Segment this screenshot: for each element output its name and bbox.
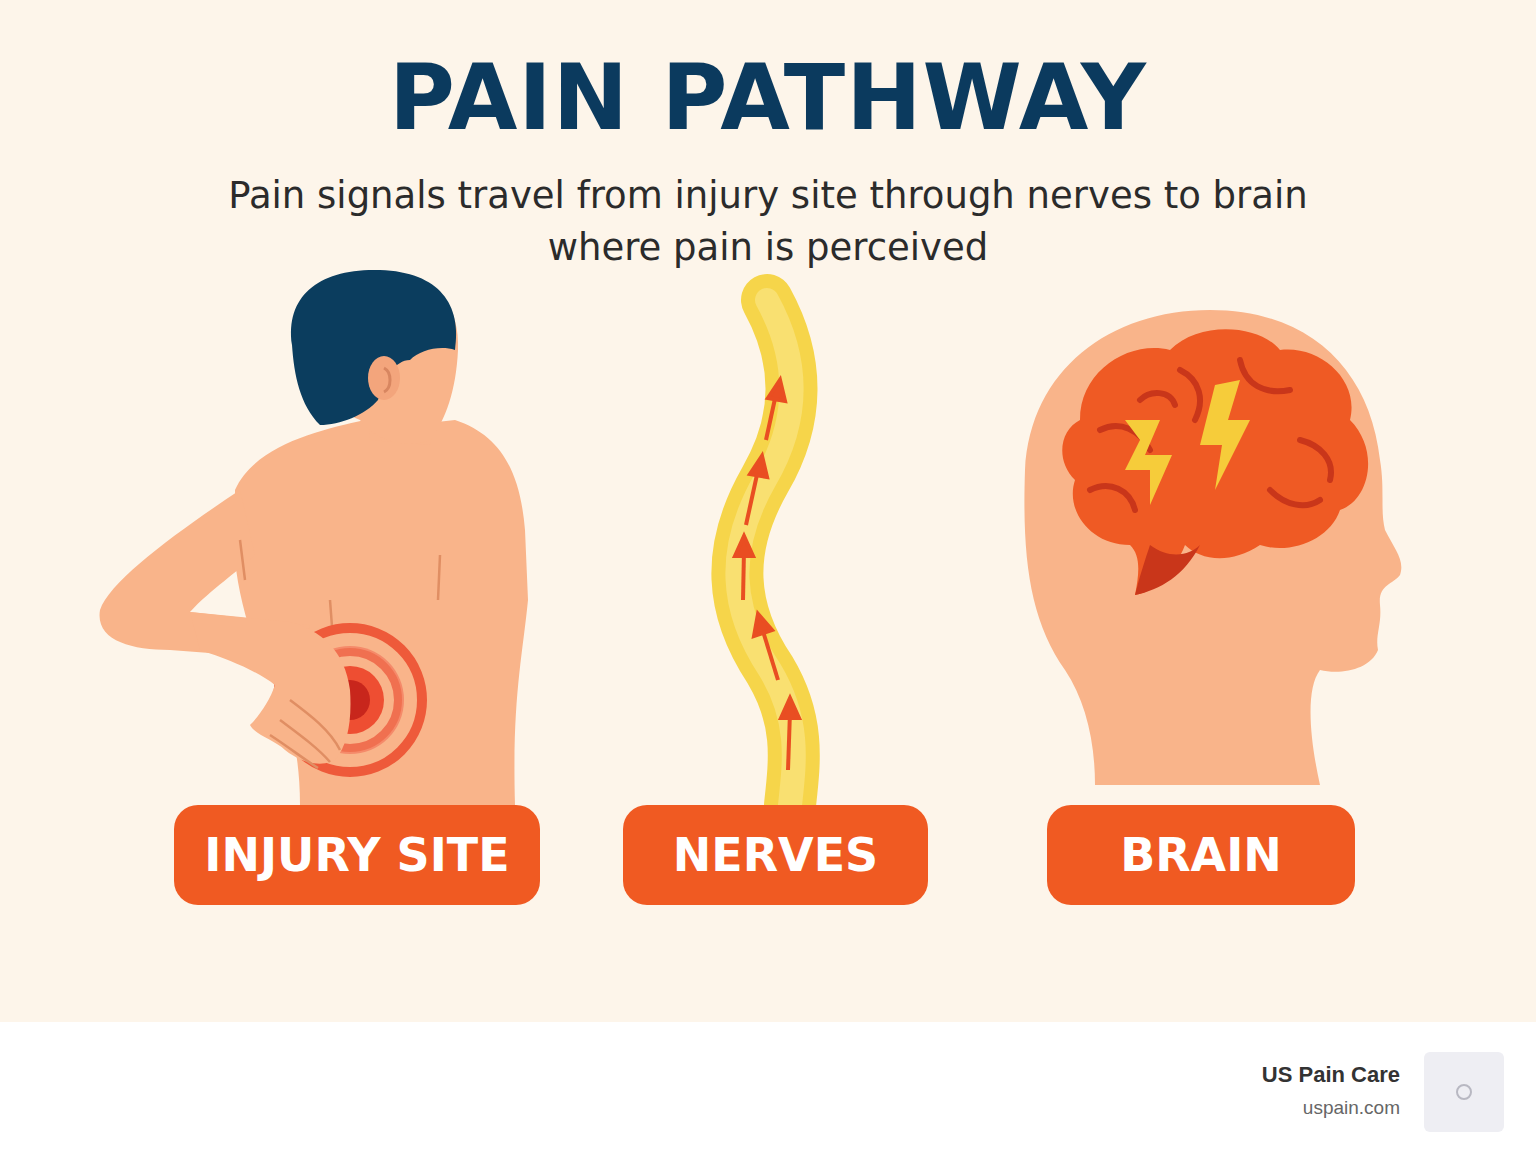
pill-text: BRAIN bbox=[1120, 828, 1282, 882]
head-brain bbox=[1024, 310, 1401, 785]
footer-band bbox=[0, 1022, 1536, 1154]
logo-tile bbox=[1424, 1052, 1504, 1132]
brand-url: uspain.com bbox=[1303, 1097, 1400, 1119]
pill-text: INJURY SITE bbox=[204, 828, 509, 882]
label-pill: BRAIN bbox=[1047, 805, 1355, 905]
pill-text: NERVES bbox=[673, 828, 879, 882]
diagram-title: PAIN PATHWAY bbox=[0, 48, 1536, 147]
label-pill: NERVES bbox=[623, 805, 928, 905]
brand-name: US Pain Care bbox=[1262, 1062, 1400, 1088]
label-pill: INJURY SITE bbox=[174, 805, 540, 905]
person-figure bbox=[100, 270, 528, 805]
diagram-caption: Pain signals travel from injury site thr… bbox=[168, 170, 1368, 274]
logo-mark bbox=[1457, 1085, 1471, 1099]
nerve-spine bbox=[735, 300, 799, 805]
